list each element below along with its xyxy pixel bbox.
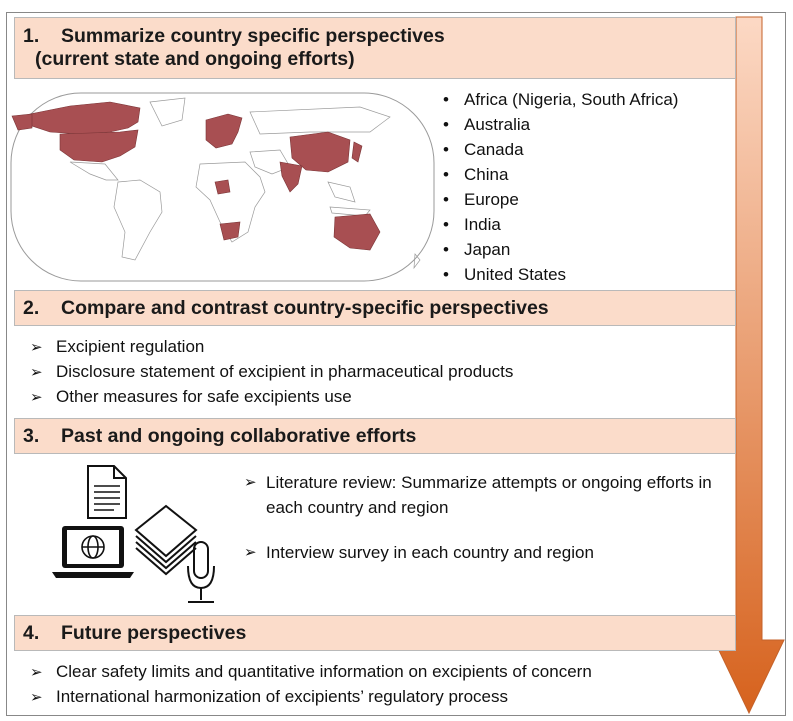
country-item: •Europe — [443, 190, 519, 209]
list-item: ➢Literature review: Summarize attempts o… — [244, 470, 726, 520]
figure-frame — [6, 12, 786, 716]
arrow-bullet-icon: ➢ — [244, 474, 257, 491]
arrow-bullet-icon: ➢ — [30, 689, 43, 706]
section-4-title: Future perspectives — [61, 622, 247, 644]
map-russia — [249, 106, 391, 135]
list-item: ➢Excipient regulation — [30, 334, 513, 359]
world-map — [10, 92, 435, 282]
map-new-zealand — [413, 253, 421, 270]
papers-stack-icon — [134, 504, 198, 576]
section-4-header: 4. Future perspectives — [14, 615, 736, 651]
list-item: ➢Disclosure statement of excipient in ph… — [30, 359, 513, 384]
map-europe — [205, 113, 243, 149]
compare-list: ➢Excipient regulation ➢Disclosure statem… — [30, 334, 513, 409]
list-item: ➢International harmonization of excipien… — [30, 684, 592, 709]
country-item: •Canada — [443, 140, 524, 159]
map-africa — [195, 161, 266, 243]
microphone-icon — [187, 541, 215, 603]
map-alaska — [11, 113, 33, 131]
collaboration-icons — [52, 465, 215, 603]
map-southeast-asia — [327, 181, 356, 203]
section-1-header: 1. Summarize country specific perspective… — [14, 17, 736, 79]
map-mexico — [69, 161, 119, 181]
arrow-bullet-icon: ➢ — [30, 364, 43, 381]
arrow-bullet-icon: ➢ — [30, 339, 43, 356]
map-india — [279, 161, 303, 193]
map-china — [289, 131, 351, 173]
country-item: •India — [443, 215, 501, 234]
future-list: ➢Clear safety limits and quantitative in… — [30, 659, 592, 709]
list-item: ➢Other measures for safe excipients use — [30, 384, 513, 409]
section-3-number: 3. — [23, 425, 40, 447]
country-item: •United States — [443, 265, 567, 284]
arrow-bullet-icon: ➢ — [30, 664, 43, 681]
country-list: •Africa (Nigeria, South Africa) •Austral… — [443, 87, 678, 287]
arrow-bullet-icon: ➢ — [244, 544, 257, 561]
laptop-globe-icon — [52, 526, 134, 578]
section-3-header: 3. Past and ongoing collaborative efforts — [14, 418, 736, 454]
list-item: ➢Clear safety limits and quantitative in… — [30, 659, 592, 684]
map-united-states — [59, 129, 139, 163]
map-south-africa — [219, 221, 241, 241]
country-item: •Australia — [443, 115, 531, 134]
map-canada — [29, 101, 141, 135]
document-icon — [87, 465, 127, 519]
section-1-number: 1. — [23, 25, 40, 47]
section-1-subtitle: (current state and ongoing efforts) — [35, 48, 355, 70]
country-item: •China — [443, 165, 509, 184]
country-item: •Africa (Nigeria, South Africa) — [443, 90, 679, 109]
map-japan — [351, 141, 363, 163]
arrow-bullet-icon: ➢ — [30, 389, 43, 406]
section-3-title: Past and ongoing collaborative efforts — [61, 425, 417, 447]
section-1-title: Summarize country specific perspectives — [61, 25, 445, 47]
map-south-america — [113, 179, 163, 261]
section-2-title: Compare and contrast country-specific pe… — [61, 297, 549, 319]
section-4-number: 4. — [23, 622, 40, 644]
map-australia — [333, 213, 381, 251]
section-2-header: 2. Compare and contrast country-specific … — [14, 290, 736, 326]
collab-list: ➢Literature review: Summarize attempts o… — [244, 470, 726, 585]
map-greenland — [149, 97, 186, 127]
country-item: •Japan — [443, 240, 511, 259]
map-nigeria — [214, 179, 231, 195]
section-2-number: 2. — [23, 297, 40, 319]
list-item: ➢Interview survey in each country and re… — [244, 540, 726, 565]
